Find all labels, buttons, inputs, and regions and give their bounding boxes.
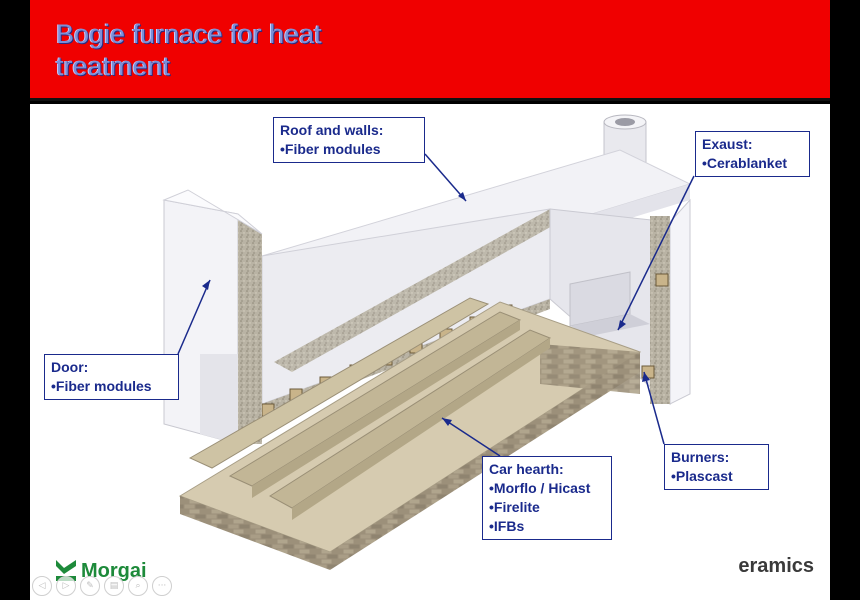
slides-icon[interactable]: ▤ bbox=[104, 576, 124, 596]
callout-heading: Door: bbox=[51, 359, 89, 375]
callout-heading: Roof and walls: bbox=[280, 122, 384, 138]
exhaust-leader bbox=[617, 175, 695, 331]
prev-icon[interactable]: ◁ bbox=[32, 576, 52, 596]
callout-leaders bbox=[177, 153, 695, 457]
callout-door: Door: •Fiber modules bbox=[44, 354, 179, 400]
slide-title: Bogie furnace for heat treatment bbox=[56, 18, 476, 82]
door-leader bbox=[177, 279, 211, 355]
zoom-icon[interactable]: ⌕ bbox=[128, 576, 148, 596]
callout-item: •Fiber modules bbox=[280, 141, 381, 157]
burners-leader bbox=[643, 371, 665, 445]
callout-heading: Burners: bbox=[671, 449, 730, 465]
callout-item: •Firelite bbox=[489, 499, 540, 515]
callout-item: •IFBs bbox=[489, 518, 525, 534]
callout-item: •Cerablanket bbox=[702, 155, 788, 171]
callout-item: •Fiber modules bbox=[51, 378, 152, 394]
door bbox=[162, 189, 263, 445]
hearth-leader bbox=[441, 417, 501, 457]
pen-icon[interactable]: ✎ bbox=[80, 576, 100, 596]
callout-item: •Plascast bbox=[671, 468, 733, 484]
roof-leader bbox=[424, 153, 467, 202]
callout-heading: Exaust: bbox=[702, 136, 753, 152]
ceramics-logo: eramics bbox=[738, 555, 814, 577]
more-icon[interactable]: ··· bbox=[152, 576, 172, 596]
logo-left-text: Morgai bbox=[81, 560, 147, 582]
callout-item: •Morflo / Hicast bbox=[489, 480, 591, 496]
title-bar: Bogie furnace for heat treatment bbox=[30, 0, 830, 101]
callout-heading: Car hearth: bbox=[489, 461, 564, 477]
next-icon[interactable]: ▷ bbox=[56, 576, 76, 596]
callout-burners: Burners: •Plascast bbox=[664, 444, 769, 490]
presentation-controls: ◁ ▷ ✎ ▤ ⌕ ··· bbox=[32, 576, 172, 598]
title-line-1: Bogie furnace for heat bbox=[56, 19, 322, 49]
callout-car-hearth: Car hearth: •Morflo / Hicast •Firelite •… bbox=[482, 456, 612, 540]
content-area: Roof and walls: •Fiber modules Exaust: •… bbox=[30, 104, 830, 600]
callout-roof-walls: Roof and walls: •Fiber modules bbox=[273, 117, 425, 163]
callout-exhaust: Exaust: •Cerablanket bbox=[695, 131, 810, 177]
title-line-2: treatment bbox=[56, 51, 171, 81]
